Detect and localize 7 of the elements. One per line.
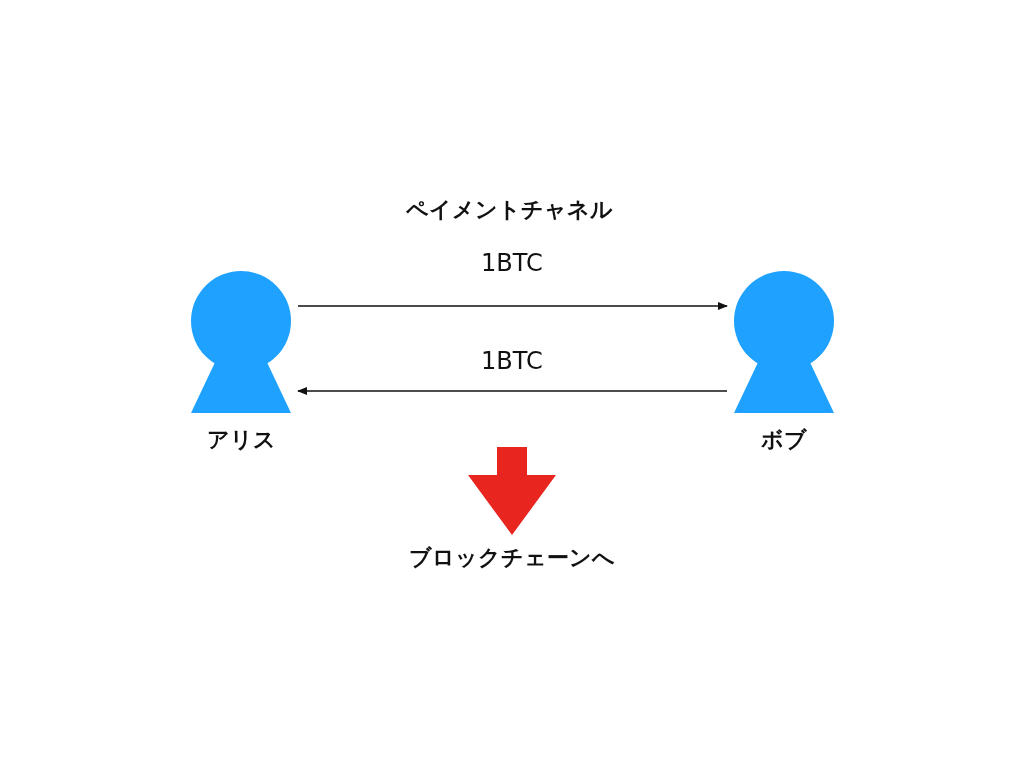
person-name: アリス (205, 427, 277, 453)
arrow (297, 387, 728, 395)
block-arrow (468, 447, 556, 535)
node-text: ブロックチェーンへ (409, 545, 615, 571)
title: ペイメントチャネル (406, 197, 613, 223)
arrow (297, 302, 728, 310)
person-name: ボブ (760, 427, 808, 453)
